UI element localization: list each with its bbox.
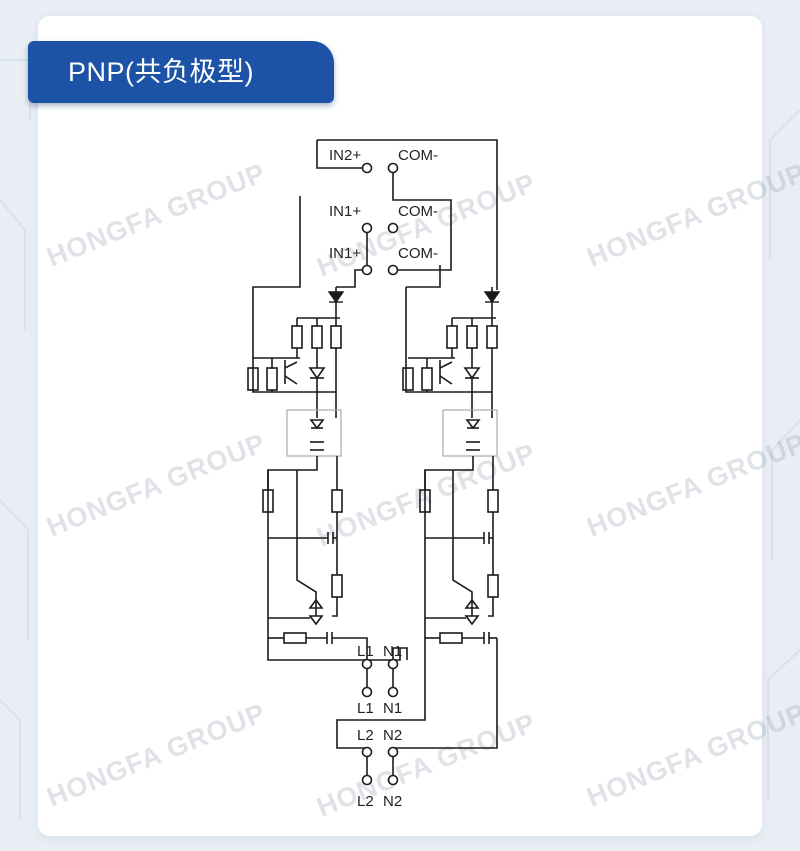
label-l1-top: L1 — [357, 643, 374, 660]
label-l1-bottom: L1 — [357, 700, 374, 717]
label-com-minus-2: COM- — [398, 203, 438, 220]
label-in1-plus-1: IN1+ — [329, 203, 361, 220]
label-n2-bottom: N2 — [383, 793, 402, 810]
page-title: PNP(共负极型) — [28, 41, 334, 103]
label-l2-top: L2 — [357, 727, 374, 744]
label-in2-plus: IN2+ — [329, 147, 361, 164]
label-in1-plus-2: IN1+ — [329, 245, 361, 262]
label-com-minus-3: COM- — [398, 245, 438, 262]
label-n2-top: N2 — [383, 727, 402, 744]
label-com-minus-1: COM- — [398, 147, 438, 164]
label-l2-bottom: L2 — [357, 793, 374, 810]
diagram-card — [38, 16, 762, 836]
label-n1-top: N1 — [383, 643, 402, 660]
label-n1-bottom: N1 — [383, 700, 402, 717]
